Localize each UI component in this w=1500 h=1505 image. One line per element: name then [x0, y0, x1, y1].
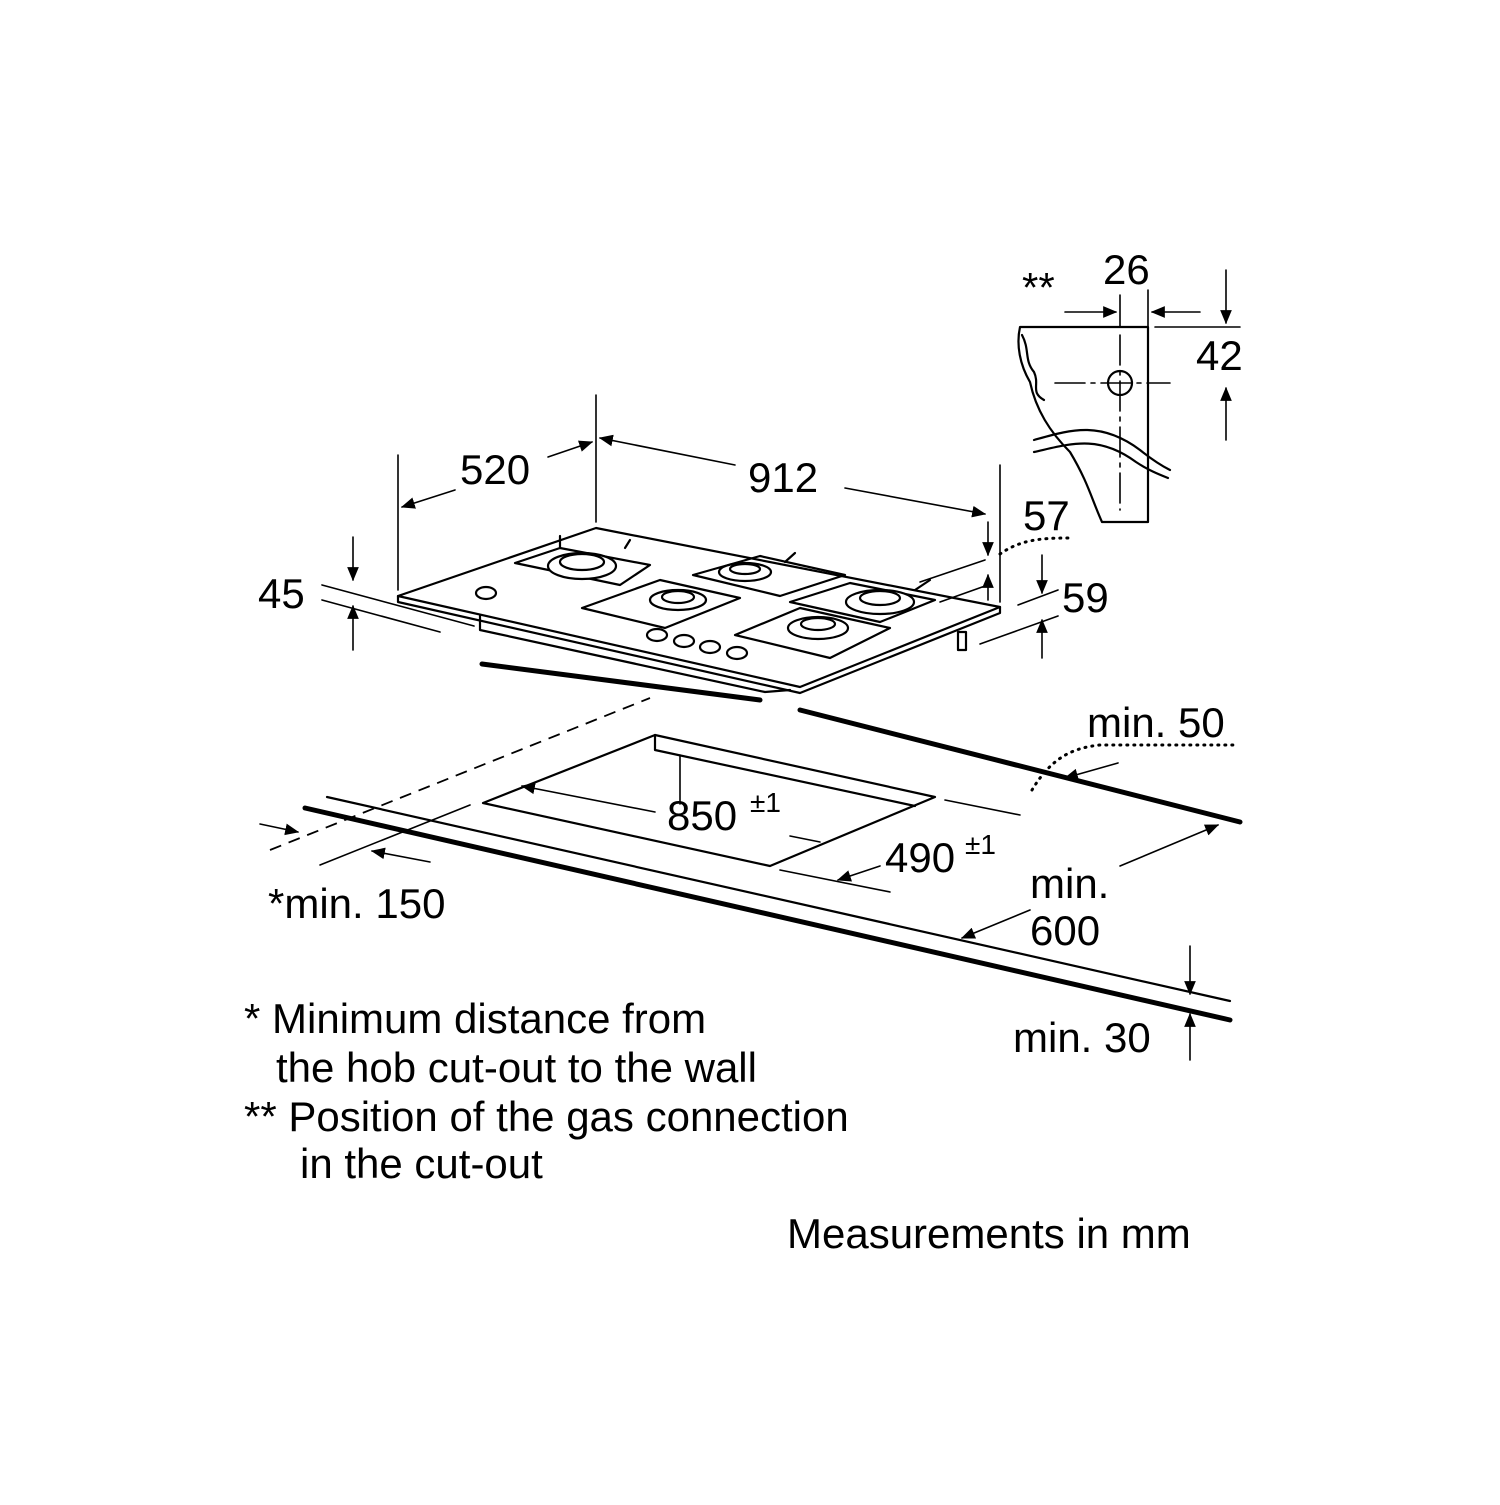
control-knobs: [474, 585, 749, 661]
dim-side-height: 59: [1062, 574, 1109, 621]
dim-min-worktop-depth-1: min.: [1030, 860, 1109, 907]
burner-front-left: [648, 588, 708, 612]
dim-cutout-width-tolerance: ±1: [750, 787, 781, 818]
dim-min-rear-distance: min. 50: [1087, 699, 1225, 746]
worktop-drawing: [269, 697, 1243, 1023]
dim-gas-height: 42: [1196, 332, 1243, 379]
knob-left: [474, 585, 498, 601]
dim-hob-height: 45: [258, 570, 305, 617]
cutout-dimensions: 850 ±1 490 ±1 min. 50 *min. 150 min. 600…: [259, 699, 1237, 1061]
dim-min-wall-distance: *min. 150: [268, 880, 445, 927]
knob-2: [672, 633, 696, 649]
note-2-line-2: in the cut-out: [300, 1140, 543, 1187]
worktop-back-edge: [797, 707, 1243, 825]
burner-rear-middle: [717, 561, 773, 583]
hob-cutout: [481, 733, 937, 868]
notes: * Minimum distance from the hob cut-out …: [244, 995, 1191, 1257]
gas-pipe: [1032, 429, 1172, 480]
note-1-line-1: * Minimum distance from: [244, 995, 706, 1042]
knob-3: [698, 639, 722, 655]
dim-rear-clearance: 57: [1023, 492, 1070, 539]
dim-min-worktop-depth-2: 600: [1030, 907, 1100, 954]
hob-drawing: [396, 526, 1002, 703]
note-1-line-2: the hob cut-out to the wall: [276, 1044, 757, 1091]
gas-connector-pin: [956, 630, 968, 652]
wall-reference-line: [269, 697, 651, 851]
units-note: Measurements in mm: [787, 1210, 1191, 1257]
dim-hob-width: 912: [748, 454, 818, 501]
hob-base-line: [479, 661, 763, 703]
gas-connection-marker: **: [1022, 264, 1055, 311]
worktop-front-edge-bottom: [302, 805, 1233, 1023]
pan-supports: [513, 534, 937, 660]
burner-rear-right: [844, 588, 916, 616]
dim-cutout-depth: 490: [885, 834, 955, 881]
dim-hob-depth: 520: [460, 446, 530, 493]
dim-cutout-width: 850: [667, 792, 737, 839]
wok-burner: [546, 551, 618, 581]
burner-front-right: [786, 615, 850, 641]
hob-dimensions: 520 912 57 45 59: [258, 394, 1109, 659]
burners: [546, 551, 916, 641]
bracket-inner-curve: [1020, 333, 1046, 402]
bracket-profile: [1017, 325, 1150, 524]
hob-underside: [478, 614, 792, 694]
dim-cutout-depth-tolerance: ±1: [965, 829, 996, 860]
dim-gas-width: 26: [1103, 246, 1150, 293]
gas-connection-detail: 26 ** 42: [1017, 246, 1243, 524]
hob-plate-edge: [396, 594, 1002, 695]
worktop-front-edge-top: [325, 795, 1232, 1003]
dim-min-worktop-thickness: min. 30: [1013, 1014, 1151, 1061]
knob-1: [645, 627, 669, 643]
knob-4: [725, 645, 749, 661]
note-2-line-1: ** Position of the gas connection: [244, 1093, 849, 1140]
